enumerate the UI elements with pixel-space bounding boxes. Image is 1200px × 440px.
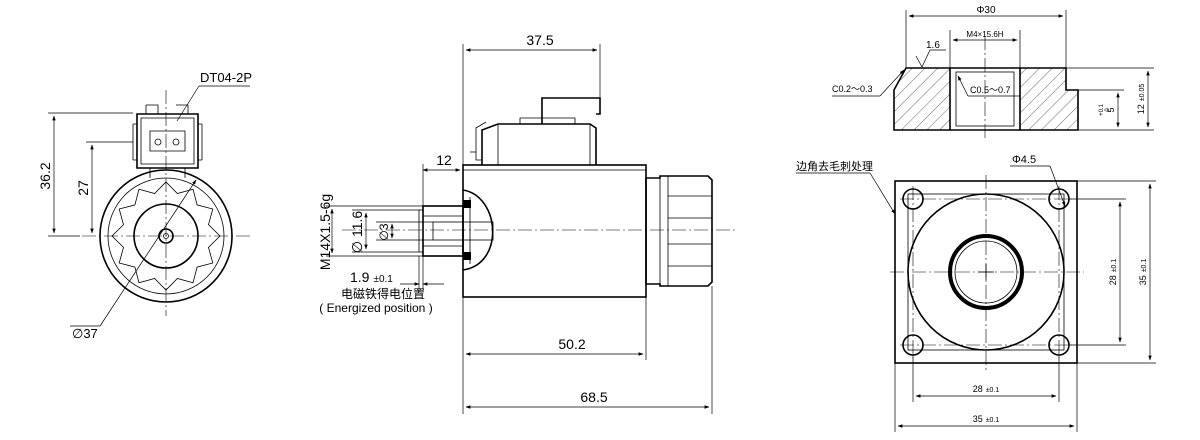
chamfer-outer: C0.2～0.3 (832, 84, 873, 94)
section-step-tol-upper: +0.1 (1099, 103, 1105, 116)
threaded-stem (418, 200, 494, 260)
section-dim-height: 12±0.05 (1136, 84, 1146, 115)
plan-dim-35-vert: 35±0.1 (1138, 259, 1148, 286)
energized-en: ( Energized position ) (319, 301, 432, 315)
side-connector (470, 97, 601, 165)
plan-dim-28-vert: 28±0.1 (1108, 259, 1118, 286)
section-dim-thread: M4×15.6H (966, 30, 1003, 39)
connector-pin-2 (172, 138, 180, 146)
connector-label: DT04-2P (200, 70, 252, 85)
dim-stem: 12 (436, 152, 452, 168)
dim-height-connector: 27 (75, 180, 91, 196)
connector-pin-1 (154, 138, 162, 146)
dim-height-total: 36.2 (37, 162, 53, 189)
dim-diameter: ∅37 (72, 326, 98, 341)
side-view: 37.5 12 M14X1.5-6g ∅ 11.6 ∅3 1.9±0.1 电磁铁… (317, 32, 735, 414)
connector-housing (132, 104, 203, 178)
section-step-tol-lower: 0 (1105, 108, 1111, 112)
hole-diameter: Φ4.5 (1012, 154, 1036, 166)
section-left-half (893, 67, 951, 131)
dim-diameter-116: ∅ 11.6 (349, 211, 365, 254)
section-dim-step: 5 (1106, 107, 1116, 112)
plan-dim-28-horiz: 28±0.1 (973, 384, 1000, 394)
section-view: Φ30 M4×15.6H 1.6 C0.2～0.3 C0.5～0.7 12±0.… (832, 5, 1154, 140)
dim-total-length: 68.5 (580, 389, 607, 405)
roughness-value: 1.6 (926, 40, 940, 51)
dim-diameter-3: ∅3 (377, 223, 391, 240)
energized-cn: 电磁铁得电位置 (341, 286, 425, 301)
plan-dim-35-horiz: 35±0.1 (973, 414, 1000, 424)
dim-thread: M14X1.5-6g (317, 194, 333, 270)
section-right-half (1019, 67, 1079, 131)
section-dim-diameter: Φ30 (976, 5, 996, 16)
coil-body (462, 164, 647, 298)
rear-nut (645, 175, 713, 287)
dim-top-length: 37.5 (526, 32, 553, 48)
dim-stroke: 1.9±0.1 (350, 269, 393, 285)
plan-view: 边角去毛刺处理 Φ4.5 28±0.1 35±0.1 28±0.1 35±0.1 (796, 154, 1156, 432)
front-view: DT04-2P 36.2 27 ∅37 (37, 70, 252, 341)
dim-body-length: 50.2 (558, 336, 585, 352)
deburr-note: 边角去毛刺处理 (796, 160, 873, 173)
chamfer-inner: C0.5～0.7 (970, 85, 1011, 95)
